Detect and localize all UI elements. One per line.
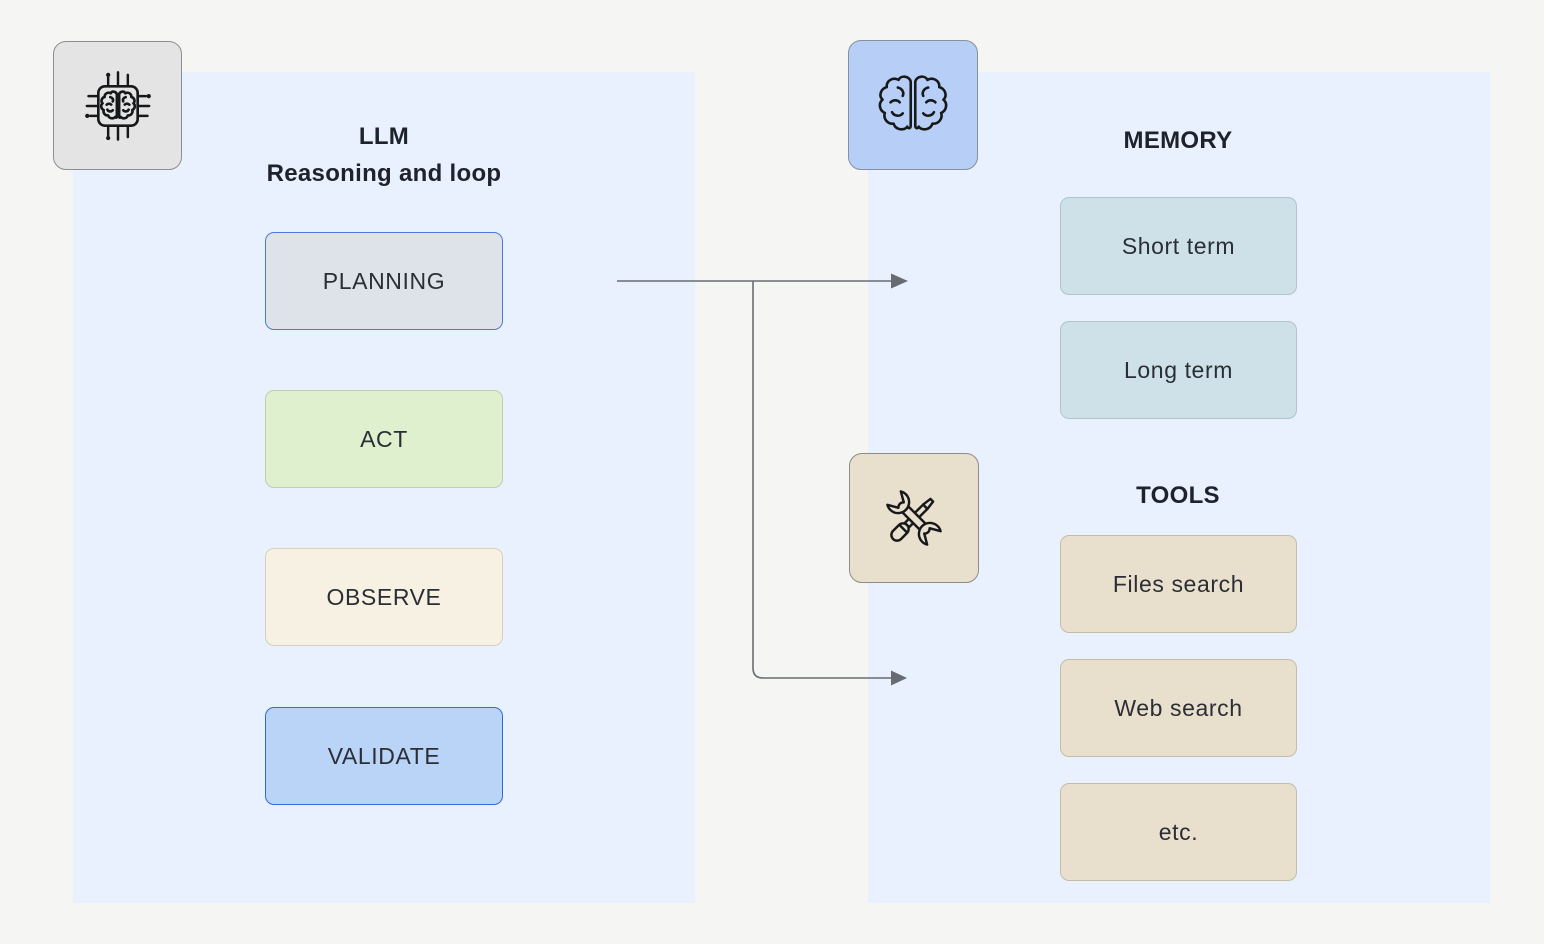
memory-item-long-term: Long term	[1060, 321, 1297, 419]
brain-icon	[848, 40, 978, 170]
brain-glyph	[875, 67, 951, 143]
step-act: ACT	[265, 390, 503, 488]
llm-title-line1: LLM	[358, 123, 410, 150]
chip-brain-glyph	[84, 70, 151, 141]
tools-title: TOOLS	[1136, 482, 1220, 509]
tools-glyph	[886, 490, 942, 546]
memory-item-short-term-label: Short term	[1121, 232, 1236, 259]
tool-item-web-search-label: Web search	[1114, 694, 1243, 721]
step-validate-label: VALIDATE	[327, 742, 441, 769]
tool-item-files-search: Files search	[1060, 535, 1297, 633]
memory-item-short-term: Short term	[1060, 197, 1297, 295]
tool-item-etc-label: etc.	[1158, 818, 1199, 845]
tool-item-etc: etc.	[1060, 783, 1297, 881]
chip-brain-icon	[53, 41, 182, 170]
step-observe-label: OBSERVE	[326, 583, 442, 610]
step-validate: VALIDATE	[265, 707, 503, 805]
step-act-label: ACT	[360, 425, 408, 452]
memory-title: MEMORY	[1123, 127, 1233, 154]
step-observe: OBSERVE	[265, 548, 503, 646]
memory-item-long-term-label: Long term	[1124, 356, 1233, 383]
tool-item-web-search: Web search	[1060, 659, 1297, 757]
tool-item-files-search-label: Files search	[1112, 570, 1245, 597]
tools-icon	[849, 453, 979, 583]
llm-title-line2: Reasoning and loop	[266, 160, 502, 187]
step-planning-label: PLANNING	[322, 267, 446, 294]
step-planning: PLANNING	[265, 232, 503, 330]
llm-title: LLM Reasoning and loop	[234, 118, 534, 192]
